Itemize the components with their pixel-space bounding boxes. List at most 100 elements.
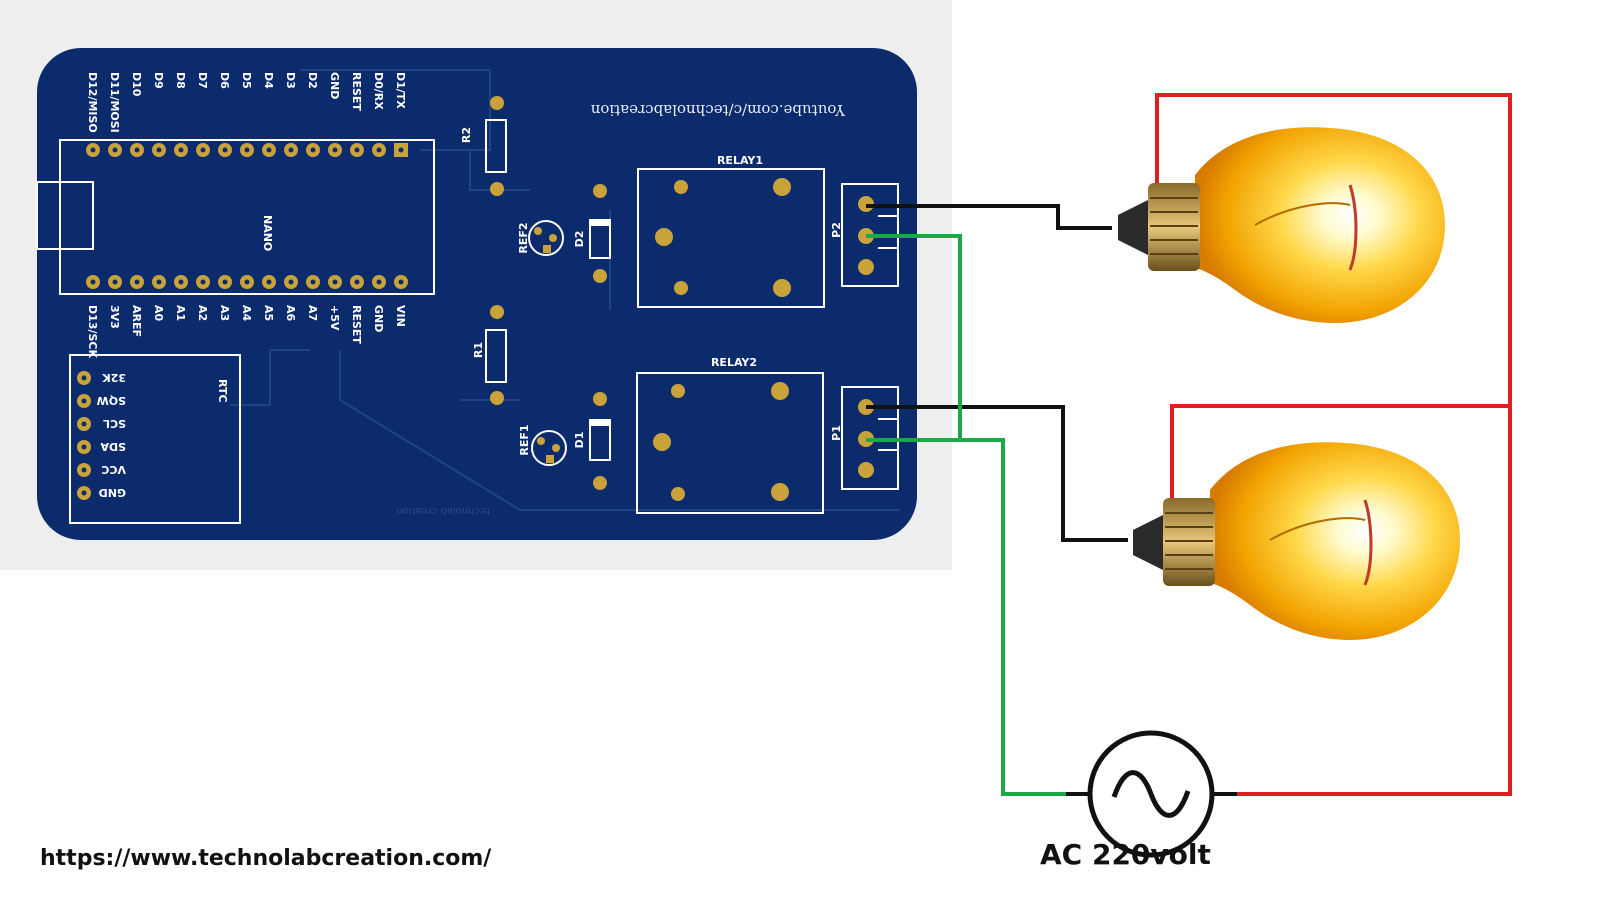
pcb-traces bbox=[230, 69, 900, 511]
pad-hole bbox=[332, 279, 338, 285]
d1-label: D1 bbox=[573, 432, 586, 449]
rtc-label: RTC bbox=[216, 379, 229, 403]
nano-pin-label: D4 bbox=[262, 72, 275, 89]
p1-pad bbox=[858, 462, 874, 478]
rtc-pin-label: VCC bbox=[101, 463, 126, 476]
pad-hole bbox=[288, 147, 294, 153]
nano-pin-label: A2 bbox=[196, 305, 209, 321]
ref1-outline bbox=[531, 430, 567, 466]
wire-live-main bbox=[1155, 93, 1512, 796]
nano-pin-label: A4 bbox=[240, 305, 253, 322]
d2-label: D2 bbox=[573, 231, 586, 248]
ref2-outline bbox=[528, 220, 564, 256]
nano-pin-label: GND bbox=[372, 305, 385, 332]
relay2-pad bbox=[671, 384, 685, 398]
ref1-pin bbox=[537, 437, 545, 445]
rtc-pin-label: GND bbox=[99, 486, 126, 499]
nano-outline bbox=[59, 139, 435, 295]
nano-pin-label: RESET bbox=[350, 72, 363, 111]
pad-hole bbox=[112, 147, 118, 153]
youtube-url: Youtube.com/c/technolabcreation bbox=[590, 101, 846, 119]
wire-p1-to-bulb2 bbox=[866, 405, 1128, 542]
relay1-label: RELAY1 bbox=[717, 154, 763, 167]
nano-pin-label: +5V bbox=[328, 305, 341, 331]
pad-hole bbox=[81, 490, 87, 496]
rtc-pin-label: SCL bbox=[103, 417, 126, 430]
pad-hole bbox=[288, 279, 294, 285]
nano-pin-label: D13/SCK bbox=[86, 305, 99, 358]
pad-hole bbox=[134, 279, 140, 285]
nano-pin-label: A0 bbox=[152, 305, 165, 322]
pad-hole bbox=[178, 279, 184, 285]
ref1-pin bbox=[546, 455, 554, 463]
p2-pad bbox=[858, 259, 874, 275]
ref1-pin bbox=[552, 444, 560, 452]
pad-hole bbox=[156, 279, 162, 285]
pad-hole bbox=[244, 279, 250, 285]
r1-pad bbox=[490, 391, 504, 405]
rtc-pin-label: SDA bbox=[100, 440, 126, 453]
pad-hole bbox=[266, 147, 272, 153]
pad-hole bbox=[90, 279, 96, 285]
pad-hole bbox=[200, 279, 206, 285]
nano-pin-label: D9 bbox=[152, 72, 165, 89]
ref2-pin bbox=[534, 227, 542, 235]
pad-hole bbox=[200, 147, 206, 153]
pad-hole bbox=[332, 147, 338, 153]
pad-hole bbox=[398, 147, 404, 153]
pad-hole bbox=[266, 279, 272, 285]
pad-hole bbox=[81, 398, 87, 404]
pad-hole bbox=[310, 279, 316, 285]
nano-pin-label: A5 bbox=[262, 305, 275, 321]
ref2-pin bbox=[543, 245, 551, 253]
relay2-pad bbox=[771, 382, 789, 400]
nano-pin-label: D12/MISO bbox=[86, 72, 99, 133]
usb-outline bbox=[36, 181, 94, 250]
nano-pin-label: D3 bbox=[284, 72, 297, 89]
relay2-pad bbox=[771, 483, 789, 501]
ref1-label: REF1 bbox=[518, 424, 531, 455]
r1-outline bbox=[485, 329, 507, 383]
r1-label: R1 bbox=[472, 342, 485, 358]
relay1-pad bbox=[674, 180, 688, 194]
wire-live-bulb2 bbox=[1170, 404, 1510, 510]
relay2-label: RELAY2 bbox=[711, 356, 757, 369]
p2-label: P2 bbox=[830, 222, 843, 238]
relay2-pad bbox=[671, 487, 685, 501]
d1-pad bbox=[593, 476, 607, 490]
relay1-outline bbox=[637, 168, 825, 308]
rtc-pin-label: 32K bbox=[102, 371, 126, 384]
r2-outline bbox=[485, 119, 507, 173]
pad-hole bbox=[354, 147, 360, 153]
r1-pad bbox=[490, 305, 504, 319]
nano-pin-label: D6 bbox=[218, 72, 231, 89]
nano-pin-label: D10 bbox=[130, 72, 143, 97]
pad-hole bbox=[222, 279, 228, 285]
relay1-pad bbox=[773, 178, 791, 196]
nano-pin-label: 3V3 bbox=[108, 305, 121, 329]
pad-hole bbox=[310, 147, 316, 153]
d2-band bbox=[590, 220, 610, 226]
nano-pin-label: A3 bbox=[218, 305, 231, 321]
nano-pin-label: A1 bbox=[174, 305, 187, 321]
ac-source-icon bbox=[1066, 730, 1237, 858]
pad-hole bbox=[81, 421, 87, 427]
pad-hole bbox=[81, 444, 87, 450]
relay1-pad bbox=[773, 279, 791, 297]
pad-hole bbox=[156, 147, 162, 153]
nano-pin-label: D2 bbox=[306, 72, 319, 89]
pad-hole bbox=[354, 279, 360, 285]
r2-pad bbox=[490, 182, 504, 196]
pcb-board bbox=[37, 48, 917, 540]
nano-label: NANO bbox=[261, 215, 274, 251]
ref2-pin bbox=[549, 234, 557, 242]
r2-label: R2 bbox=[460, 127, 473, 143]
nano-pin-label: RESET bbox=[350, 305, 363, 344]
relay2-pad bbox=[653, 433, 671, 451]
p1-label: P1 bbox=[830, 425, 843, 441]
nano-pin-label: A7 bbox=[306, 305, 319, 321]
d1-band bbox=[590, 420, 610, 426]
